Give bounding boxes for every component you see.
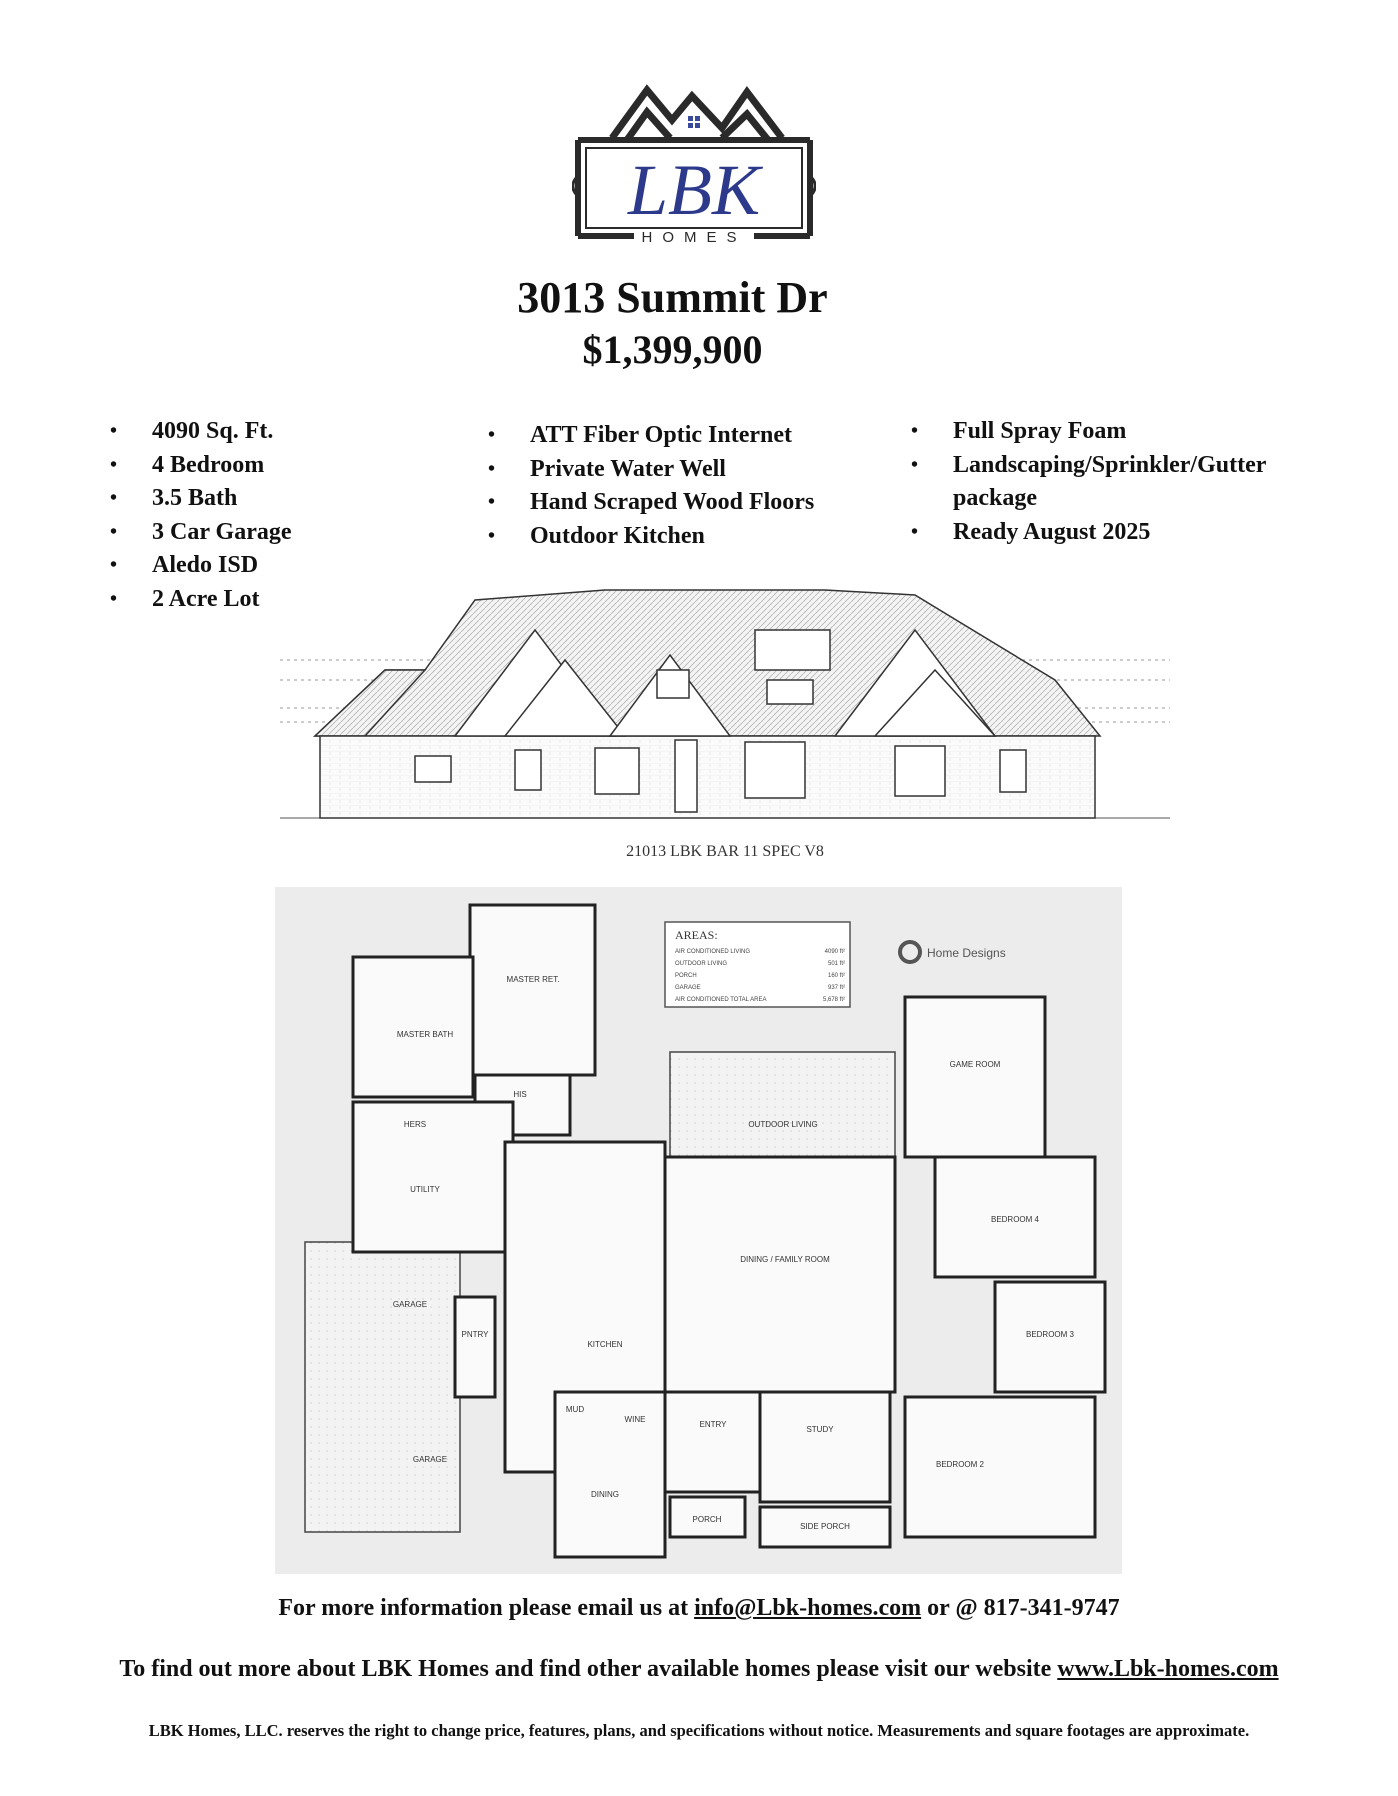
listing-address: 3013 Summit Dr <box>517 273 828 322</box>
feature-list-1: 4090 Sq. Ft. 4 Bedroom 3.5 Bath 3 Car Ga… <box>110 415 410 616</box>
areas-row-label: AIR CONDITIONED TOTAL AREA <box>675 997 766 1003</box>
areas-row-value: 5,678 ft² <box>823 997 845 1003</box>
feature-item: Aledo ISD <box>110 549 410 583</box>
room-label: PORCH <box>693 1515 722 1524</box>
areas-row-value: 4090 ft² <box>825 949 845 955</box>
feature-item: Outdoor Kitchen <box>488 520 868 554</box>
room-label: BEDROOM 4 <box>991 1215 1040 1224</box>
room-label: DINING <box>591 1490 619 1499</box>
room-label: BEDROOM 2 <box>936 1460 985 1469</box>
email-link[interactable]: info@Lbk-homes.com <box>694 1595 922 1621</box>
elevation-caption: 21013 LBK BAR 11 SPEC V8 <box>626 843 824 860</box>
areas-title: AREAS: <box>675 928 718 942</box>
feature-item: Full Spray Foam <box>911 415 1331 449</box>
listing-price: $1,399,900 <box>582 327 763 372</box>
svg-text:HOMES: HOMES <box>641 229 746 246</box>
feature-item: Hand Scraped Wood Floors <box>488 486 868 520</box>
room-label: MASTER BATH <box>397 1030 454 1039</box>
areas-row-value: 937 ft² <box>828 985 845 991</box>
feature-list-3: Full Spray Foam Landscaping/Sprinkler/Gu… <box>911 415 1331 549</box>
room-label: HIS <box>513 1090 526 1099</box>
room-label: BEDROOM 3 <box>1026 1330 1075 1339</box>
room-label: GARAGE <box>413 1455 447 1464</box>
feature-item: Landscaping/Sprinkler/Gutter package <box>911 449 1331 516</box>
room-label: WINE <box>625 1415 646 1424</box>
contact-phone: or @ 817-341-9747 <box>927 1595 1120 1621</box>
room-label: SIDE PORCH <box>800 1522 850 1531</box>
feature-item: 4090 Sq. Ft. <box>110 415 410 449</box>
website-line: To find out more about LBK Homes and fin… <box>0 1656 1398 1683</box>
room-label: OUTDOOR LIVING <box>748 1120 817 1129</box>
logo-lettering: LBK <box>627 150 764 230</box>
svg-text:Home Designs: Home Designs <box>927 946 1006 960</box>
room-label: KITCHEN <box>587 1340 622 1349</box>
contact-line: For more information please email us at … <box>0 1595 1398 1622</box>
room-label: MASTER RET. <box>507 975 560 984</box>
contact-prefix: For more information please email us at <box>278 1595 689 1621</box>
room-label: STUDY <box>806 1425 834 1434</box>
floor-plan-drawing-icon: AREAS: AIR CONDITIONED LIVING 4090 ft² O… <box>275 887 1122 1574</box>
room-label: GARAGE <box>393 1300 427 1309</box>
website-link[interactable]: www.Lbk-homes.com <box>1057 1656 1279 1682</box>
feature-item: 2 Acre Lot <box>110 583 410 617</box>
areas-row-value: 160 ft² <box>828 973 845 979</box>
areas-row-label: GARAGE <box>675 985 701 991</box>
feature-item: 3.5 Bath <box>110 482 410 516</box>
room-label: GAME ROOM <box>950 1060 1001 1069</box>
feature-item: 4 Bedroom <box>110 449 410 483</box>
house-elevation-drawing-icon: 21013 LBK BAR 11 SPEC V8 <box>280 589 1170 860</box>
room-label: ENTRY <box>700 1420 728 1429</box>
room-label: MUD <box>566 1405 584 1414</box>
feature-item: 3 Car Garage <box>110 516 410 550</box>
feature-item: ATT Fiber Optic Internet <box>488 419 868 453</box>
room-label: DINING / FAMILY ROOM <box>740 1255 830 1264</box>
areas-row-label: OUTDOOR LIVING <box>675 961 727 967</box>
room-label: HERS <box>404 1120 426 1129</box>
website-prefix: To find out more about LBK Homes and fin… <box>119 1656 1052 1682</box>
feature-item: Private Water Well <box>488 453 868 487</box>
room-label: UTILITY <box>410 1185 440 1194</box>
areas-row-label: AIR CONDITIONED LIVING <box>675 949 750 955</box>
areas-row-value: 501 ft² <box>828 961 845 967</box>
lbk-homes-logo-icon: LBK HOMES <box>572 84 816 246</box>
disclaimer: LBK Homes, LLC. reserves the right to ch… <box>148 1721 1250 1740</box>
room-label: PNTRY <box>462 1330 490 1339</box>
feature-list-2: ATT Fiber Optic Internet Private Water W… <box>488 419 868 553</box>
feature-item: Ready August 2025 <box>911 516 1331 550</box>
areas-row-label: PORCH <box>675 973 697 979</box>
home-designs-brand: Home Designs <box>898 940 1006 964</box>
